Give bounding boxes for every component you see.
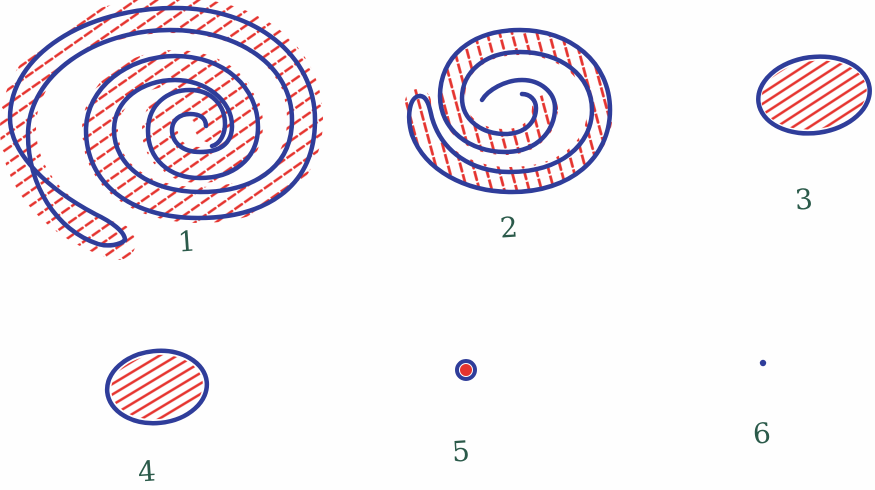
- figure-6-dot: [760, 360, 766, 366]
- figure-6-label: 6: [752, 419, 772, 448]
- figure-5-circle: [457, 361, 475, 379]
- figure-2-spiral: [409, 30, 610, 192]
- figure-3-ellipse: [753, 50, 874, 141]
- figure-5-fill: [460, 364, 472, 376]
- figure-4-ellipse: [104, 346, 211, 428]
- figure-2-label: 2: [499, 213, 519, 242]
- figure-1-label: 1: [177, 227, 197, 256]
- figure-4-label: 4: [137, 457, 157, 486]
- figure-5-label: 5: [451, 437, 471, 466]
- figure-3-label: 3: [794, 185, 814, 214]
- figure-2-hatch: [418, 42, 600, 180]
- figure-1-spiral: [10, 8, 315, 245]
